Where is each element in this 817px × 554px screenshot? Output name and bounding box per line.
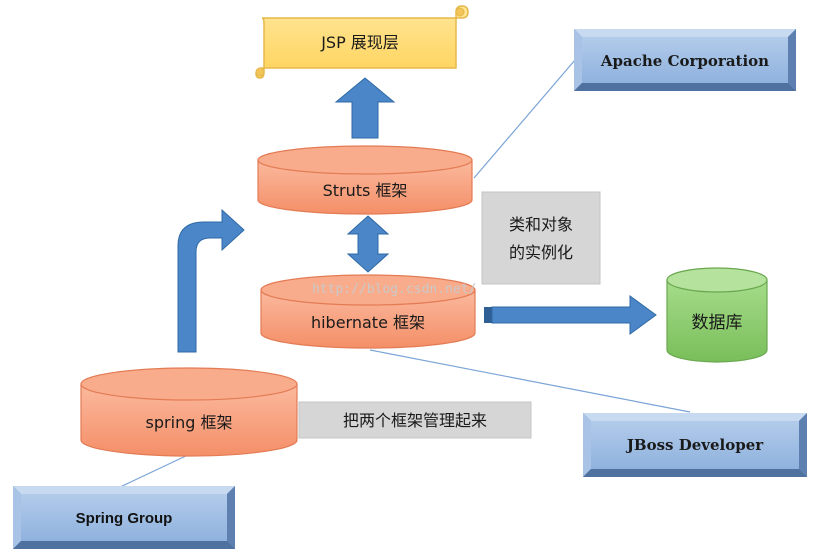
jboss-label: JBoss Developer [625, 436, 764, 454]
hibernate-cylinder: hibernate 框架 [260, 274, 476, 349]
manage-note: 把两个框架管理起来 [298, 401, 532, 439]
hibernate-to-jboss-line [369, 349, 691, 413]
spring-to-springgroup-line [117, 453, 191, 489]
jsp-scroll: JSP 展现层 [255, 5, 469, 79]
spring-group-box: Spring Group [13, 486, 235, 549]
bent-arrow-spring-to-struts [177, 208, 245, 353]
double-arrow-struts-hibernate [346, 215, 390, 273]
spring-cylinder: spring 框架 [80, 367, 298, 457]
spring-group-label: Spring Group [76, 510, 173, 527]
manage-note-label: 把两个框架管理起来 [343, 411, 487, 430]
struts-label: Struts 框架 [323, 181, 408, 200]
spring-label: spring 框架 [146, 413, 233, 432]
instantiation-line1: 类和对象 [509, 215, 573, 234]
connector-lines [117, 59, 691, 489]
apache-corporation-box: Apache Corporation [574, 29, 796, 91]
jboss-developer-box: JBoss Developer [583, 413, 807, 477]
up-arrow-to-jsp [334, 77, 396, 139]
instantiation-note: 类和对象 的实例化 [481, 191, 601, 285]
jsp-layer-label: JSP 展现层 [320, 33, 399, 52]
struts-cylinder: Struts 框架 [257, 145, 473, 215]
database-cylinder: 数据库 [666, 267, 768, 363]
instantiation-line2: 的实例化 [509, 243, 573, 262]
struts-to-apache-line [473, 59, 576, 179]
right-arrow-to-database [484, 295, 657, 335]
hibernate-label: hibernate 框架 [311, 313, 425, 332]
database-label: 数据库 [692, 313, 743, 333]
apache-label: Apache Corporation [600, 52, 769, 70]
watermark: http://blog.csdn.net/ [312, 282, 476, 297]
